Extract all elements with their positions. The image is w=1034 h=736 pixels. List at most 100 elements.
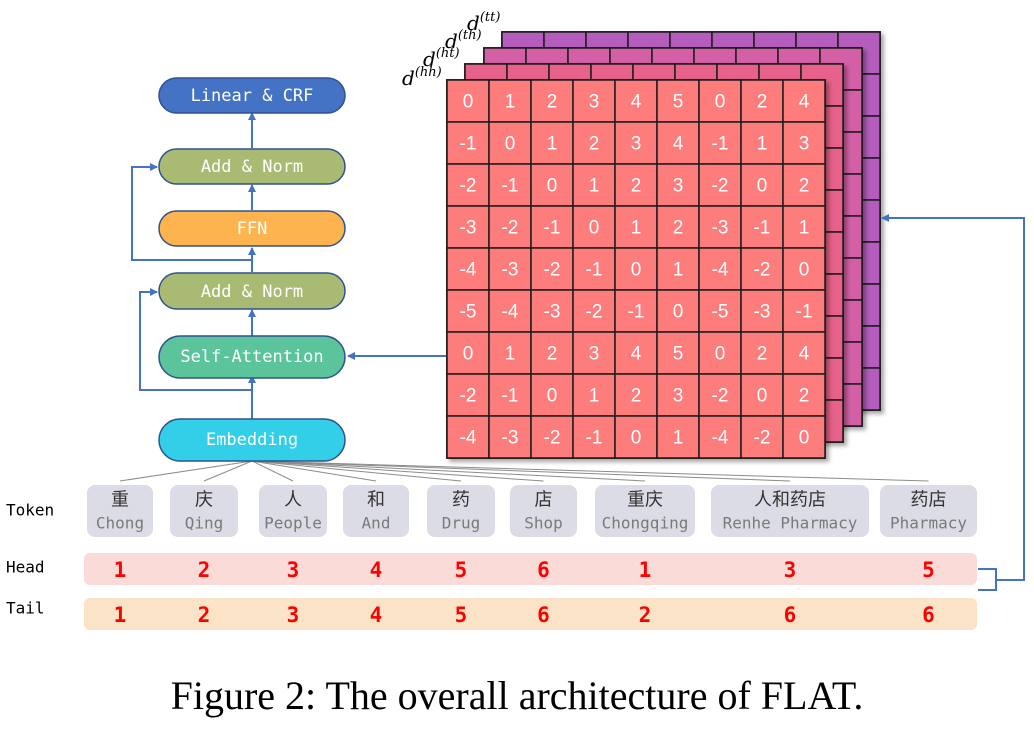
matrix-value: 0 xyxy=(757,176,768,197)
matrix-cell-hh xyxy=(656,289,700,333)
token-english: Chongqing xyxy=(602,514,689,533)
token-english: Pharmacy xyxy=(890,514,967,533)
add-norm-bottom-label: Add & Norm xyxy=(201,282,303,302)
matrix-value: -2 xyxy=(544,428,561,449)
embedding-block: Embedding xyxy=(158,418,346,462)
head-index: 1 xyxy=(639,558,652,582)
matrix-labels: d(tt) d(th) d(ht) d(hh) xyxy=(402,10,500,90)
residual-arrow-1 xyxy=(139,288,252,391)
matrix-cell-hh xyxy=(572,331,616,375)
matrix-value: 0 xyxy=(547,176,558,197)
matrix-cell-hh xyxy=(488,79,532,123)
matrix-value: 4 xyxy=(631,92,642,113)
matrix-value: 0 xyxy=(799,428,810,449)
token-chinese: 庆 xyxy=(195,490,213,511)
matrix-cell-hh xyxy=(446,205,490,249)
token-chinese: 人和药店 xyxy=(754,490,826,511)
matrix-value: -3 xyxy=(544,302,561,323)
matrix-value: 5 xyxy=(673,344,684,365)
matrix-cell-hh xyxy=(572,79,616,123)
matrix-cell-hh xyxy=(782,331,826,375)
matrix-value: 1 xyxy=(505,92,516,113)
matrix-value: 3 xyxy=(589,344,600,365)
matrix-value: -1 xyxy=(712,134,729,155)
matrix-cell-hh xyxy=(614,289,658,333)
matrix-value: 2 xyxy=(547,344,558,365)
token-english: Qing xyxy=(185,514,224,533)
matrix-value: -3 xyxy=(460,218,477,239)
matrix-value: -1 xyxy=(586,260,603,281)
matrix-value: 2 xyxy=(799,386,810,407)
fan-line xyxy=(251,460,294,482)
token-box xyxy=(87,485,153,537)
token-chinese: 和 xyxy=(367,490,385,511)
linear-crf-label: Linear & CRF xyxy=(191,86,314,106)
token-box xyxy=(595,485,695,537)
matrix-value: -4 xyxy=(502,302,519,323)
add-norm-bottom-block: Add & Norm xyxy=(158,272,346,310)
matrix-value: -2 xyxy=(502,218,519,239)
matrix-value: 1 xyxy=(799,218,810,239)
matrix-value: 2 xyxy=(631,386,642,407)
token-box xyxy=(427,485,495,537)
fan-line xyxy=(119,460,253,482)
matrix-cell-hh xyxy=(572,415,616,459)
matrix-value: 0 xyxy=(589,218,600,239)
head-index: 1 xyxy=(114,558,127,582)
matrix-value: 1 xyxy=(631,218,642,239)
matrix-cell-hh xyxy=(782,205,826,249)
tail-index: 6 xyxy=(922,603,935,627)
matrix-cell-hh xyxy=(614,121,658,165)
tail-index: 3 xyxy=(287,603,300,627)
matrix-value: -2 xyxy=(754,260,771,281)
matrix-value: -2 xyxy=(460,386,477,407)
head-tail-bracket xyxy=(978,568,997,591)
matrix-value: -2 xyxy=(460,176,477,197)
matrix-value: -2 xyxy=(586,302,603,323)
token-row: 重Chong11庆Qing22人People33和And44药Drug55店Sh… xyxy=(87,485,977,627)
token-english: Drug xyxy=(442,514,481,533)
ffn-label: FFN xyxy=(237,219,268,239)
tail-index: 4 xyxy=(370,603,383,627)
matrix-value: 3 xyxy=(589,92,600,113)
matrix-cell-hh xyxy=(614,247,658,291)
fan-line xyxy=(251,460,377,482)
matrix-value: -4 xyxy=(460,428,477,449)
matrix-cell-hh xyxy=(530,415,574,459)
token-english: Shop xyxy=(524,514,563,533)
matrix-value: 0 xyxy=(715,92,726,113)
fan-line xyxy=(251,460,791,482)
matrix-cell-hh xyxy=(488,121,532,165)
token-item: 庆 Qing xyxy=(170,485,238,537)
matrix-value: -1 xyxy=(460,134,477,155)
matrix-value: 2 xyxy=(757,344,768,365)
matrix-value: 3 xyxy=(631,134,642,155)
token-chinese: 重庆 xyxy=(627,490,663,511)
matrix-value: -1 xyxy=(586,428,603,449)
matrix-value: 0 xyxy=(547,386,558,407)
matrix-value: 5 xyxy=(673,92,684,113)
matrix-cell-hh xyxy=(446,247,490,291)
flat-architecture-diagram: 0 1 2 3 4 5 0 2 4 -1 0 1 2 3 4 -1 1 3 -2 -1 0 1 2 3 -2 0 2 -3 -2 -1 0 1… xyxy=(6,10,1025,630)
head-index: 5 xyxy=(455,558,468,582)
token-box xyxy=(880,485,977,537)
matrix-cell-hh xyxy=(740,205,784,249)
tail-index: 6 xyxy=(784,603,797,627)
matrix-value: 0 xyxy=(631,260,642,281)
token-box xyxy=(259,485,327,537)
matrix-value: 2 xyxy=(799,176,810,197)
matrix-value: 4 xyxy=(631,344,642,365)
fan-line xyxy=(251,460,646,482)
token-box xyxy=(343,485,409,537)
add-norm-top-block: Add & Norm xyxy=(158,148,346,185)
head-row-label: Head xyxy=(6,558,45,577)
tail-index: 2 xyxy=(198,603,211,627)
matrix-value: 0 xyxy=(631,428,642,449)
matrix-value: -1 xyxy=(502,386,519,407)
